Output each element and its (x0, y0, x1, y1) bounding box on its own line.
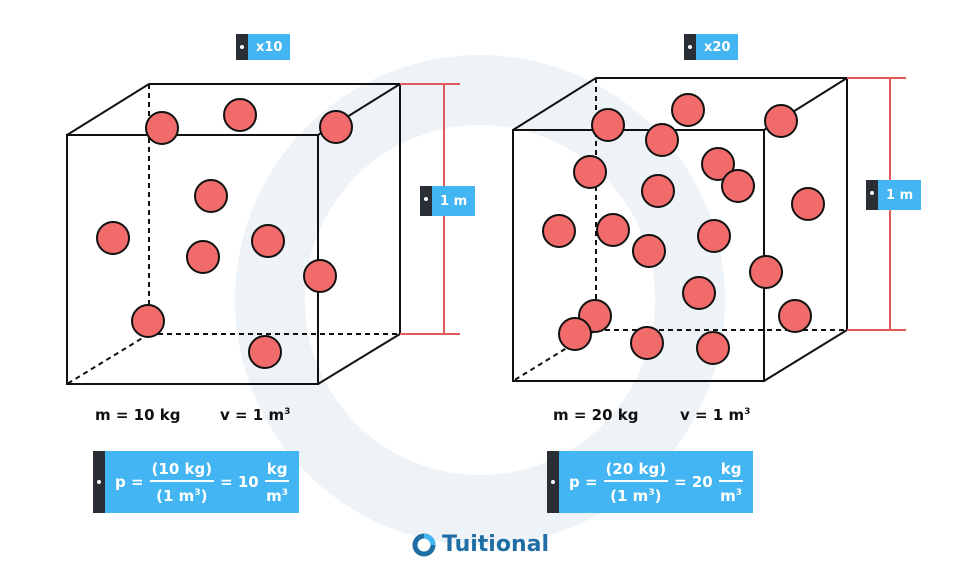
unit-den-exp: 3 (735, 487, 743, 498)
left-mass-caption: m = 10 kg (95, 406, 181, 424)
particle (96, 221, 130, 255)
particle (721, 169, 755, 203)
right-density-formula: p = (20 kg) (1 m3) = 20 kg m3 (547, 451, 754, 513)
tag-knob-icon (93, 451, 105, 513)
right-cube-edge (512, 77, 597, 131)
particle (573, 155, 607, 189)
particle (697, 219, 731, 253)
particle (303, 259, 337, 293)
right-side-label: 1 m (878, 180, 922, 210)
formula-result: = 20 (674, 473, 713, 491)
formula-unit: kg m3 (264, 460, 290, 505)
left-side-tag: 1 m (420, 186, 476, 216)
den-base: (1 m (610, 486, 649, 505)
left-cube-edge (317, 333, 401, 385)
right-cube-hidden-edge (512, 329, 597, 382)
den-close: ) (654, 486, 662, 505)
particle (131, 304, 165, 338)
left-side-label: 1 m (432, 186, 476, 216)
particle (542, 214, 576, 248)
den-base: (1 m (156, 486, 195, 505)
brand-logo: Tuitional (412, 532, 549, 557)
formula-lhs: p = (569, 473, 598, 491)
right-multiplier-tag: x20 (684, 34, 739, 60)
left-volume-text: v = 1 m (220, 406, 285, 424)
unit-numerator: kg (264, 460, 290, 482)
right-mass-caption: m = 20 kg (553, 406, 639, 424)
left-cube (66, 83, 401, 385)
unit-denominator: m3 (266, 482, 288, 505)
right-volume-exp: 3 (744, 407, 751, 417)
watermark-logo (235, 55, 725, 545)
tuitional-logo-icon (412, 533, 436, 556)
particle (641, 174, 675, 208)
left-volume-exp: 3 (284, 407, 291, 417)
formula-fraction: (20 kg) (1 m3) (603, 460, 669, 505)
formula-result: = 10 (220, 473, 259, 491)
right-volume-caption: v = 1 m3 (680, 406, 750, 424)
tag-knob-icon (866, 180, 878, 210)
particle (630, 326, 664, 360)
left-formula-body: p = (10 kg) (1 m3) = 10 kg m3 (105, 451, 300, 513)
particle (186, 240, 220, 274)
particle (749, 255, 783, 289)
particle (248, 335, 282, 369)
left-cube-hidden-edge (66, 333, 150, 385)
particle (791, 187, 825, 221)
right-particles (542, 93, 825, 365)
right-cube-edge (763, 329, 848, 382)
den-exp: 3 (194, 487, 201, 498)
particle (319, 110, 353, 144)
particle (645, 123, 679, 157)
formula-unit: kg m3 (718, 460, 744, 505)
left-volume-caption: v = 1 m3 (220, 406, 290, 424)
particle (764, 104, 798, 138)
right-volume-text: v = 1 m (680, 406, 745, 424)
right-side-tag: 1 m (866, 180, 922, 210)
unit-numerator: kg (718, 460, 744, 482)
unit-den-base: m (720, 486, 736, 505)
particle (596, 213, 630, 247)
tag-knob-icon (684, 34, 696, 60)
brand-name: Tuitional (442, 532, 550, 557)
tag-knob-icon (547, 451, 559, 513)
left-multiplier-label: x10 (248, 34, 291, 60)
particle (223, 98, 257, 132)
right-formula-body: p = (20 kg) (1 m3) = 20 kg m3 (559, 451, 754, 513)
particle (682, 276, 716, 310)
tag-knob-icon (236, 34, 248, 60)
den-exp: 3 (648, 487, 655, 498)
particle (671, 93, 705, 127)
particle (145, 111, 179, 145)
particle (696, 331, 730, 365)
left-particles (96, 98, 353, 369)
particle (591, 108, 625, 142)
formula-denominator: (1 m3) (610, 482, 661, 505)
particle (194, 179, 228, 213)
formula-fraction: (10 kg) (1 m3) (149, 460, 215, 505)
formula-denominator: (1 m3) (156, 482, 207, 505)
particle (778, 299, 812, 333)
particle (558, 317, 592, 351)
formula-numerator: (20 kg) (603, 460, 669, 482)
left-cube-edge (66, 83, 150, 136)
particle (632, 234, 666, 268)
left-multiplier-tag: x10 (236, 34, 291, 60)
left-density-formula: p = (10 kg) (1 m3) = 10 kg m3 (93, 451, 300, 513)
particle (701, 147, 735, 181)
unit-den-exp: 3 (281, 487, 289, 498)
particle (251, 224, 285, 258)
tag-knob-icon (420, 186, 432, 216)
formula-lhs: p = (115, 473, 144, 491)
unit-den-base: m (266, 486, 282, 505)
formula-numerator: (10 kg) (149, 460, 215, 482)
den-close: ) (200, 486, 208, 505)
right-multiplier-label: x20 (696, 34, 739, 60)
unit-denominator: m3 (720, 482, 742, 505)
